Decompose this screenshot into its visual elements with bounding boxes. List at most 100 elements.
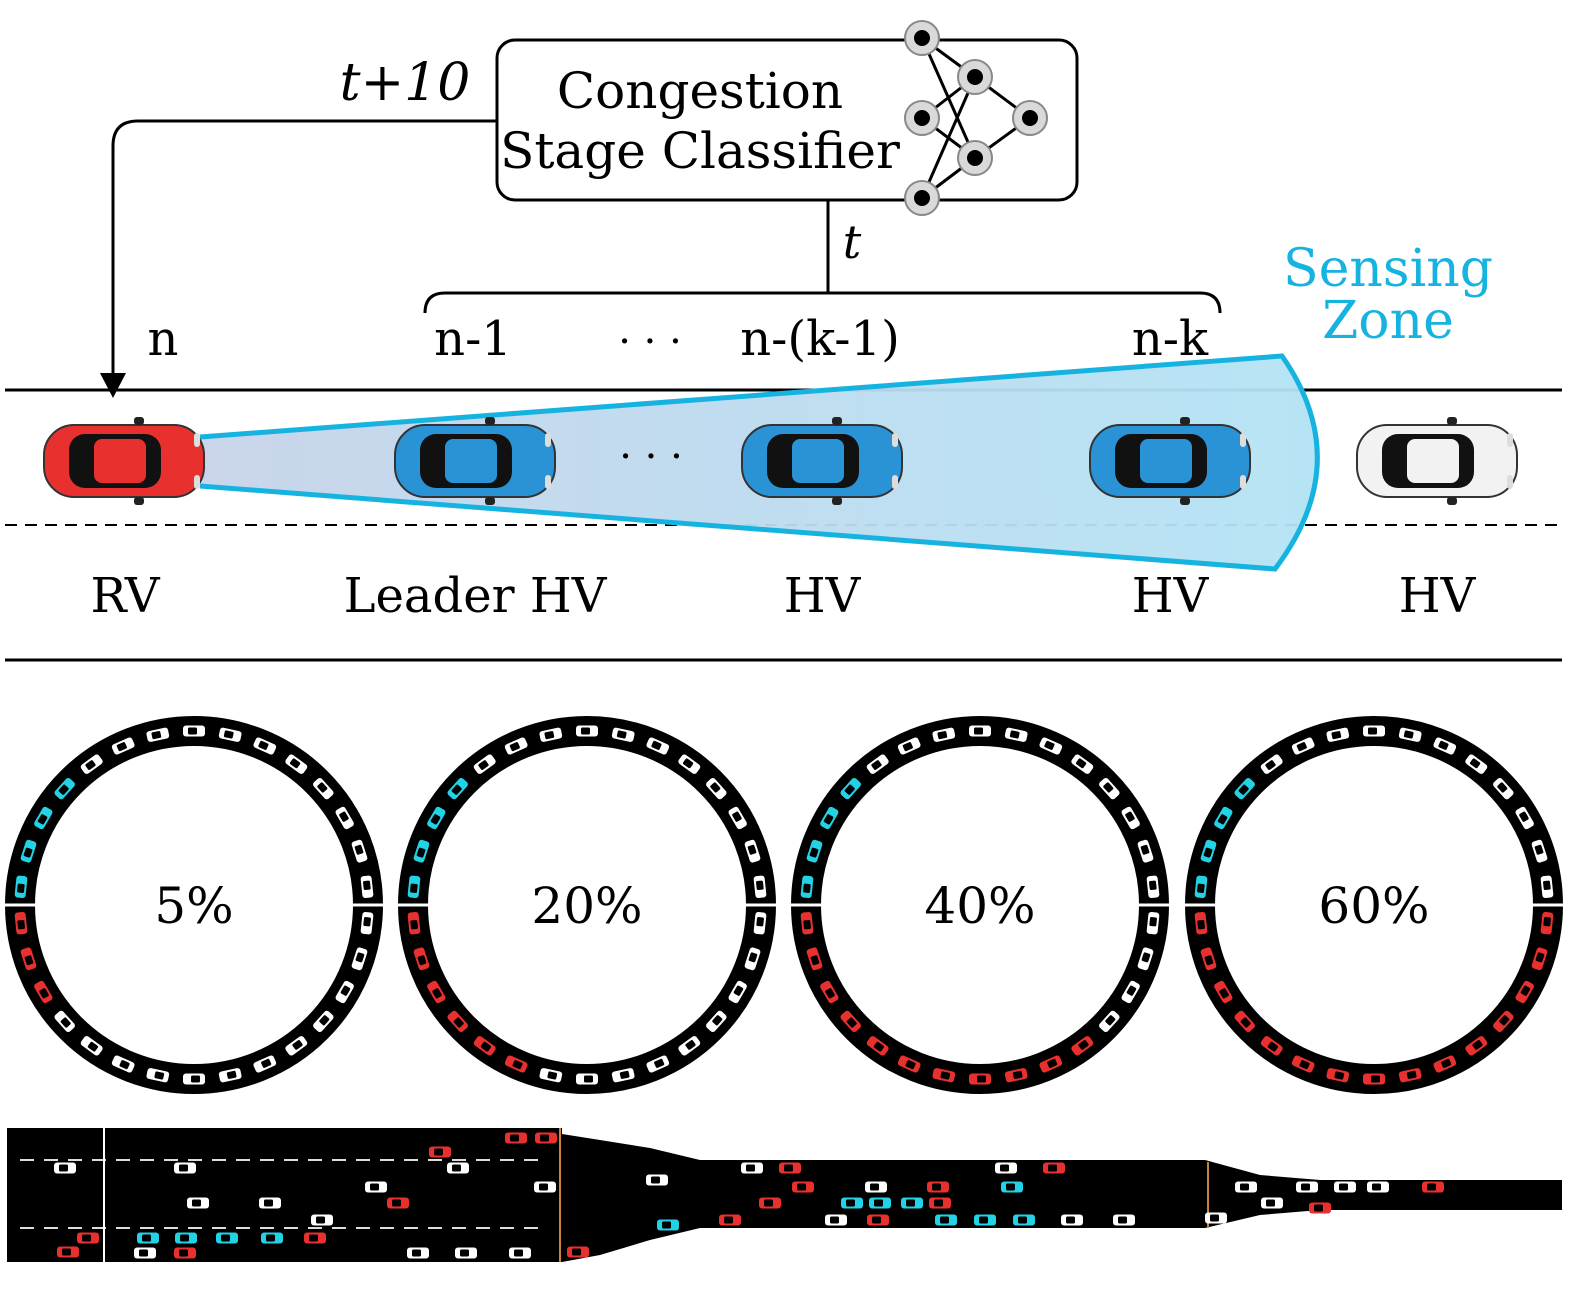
ring-2: 20% xyxy=(395,716,779,1094)
hv-car-3 xyxy=(1356,417,1518,505)
ring-car xyxy=(576,1073,598,1085)
ring-car xyxy=(111,737,135,755)
highway-car xyxy=(534,1181,556,1193)
ring-car xyxy=(313,777,334,800)
highway-car xyxy=(1001,1181,1023,1193)
ring-car xyxy=(427,980,446,1004)
highway-car xyxy=(841,1197,863,1209)
ring-car xyxy=(351,947,368,971)
ring-car xyxy=(539,727,563,742)
ring-car xyxy=(1515,980,1534,1004)
ring-car xyxy=(253,737,277,755)
ring-car xyxy=(744,947,761,971)
highway-car xyxy=(429,1146,451,1158)
ring-car xyxy=(1039,737,1063,755)
ring-car xyxy=(14,911,28,935)
ring-car xyxy=(183,1073,205,1085)
ring-car xyxy=(1363,1073,1385,1085)
highway-car xyxy=(1043,1162,1065,1174)
highway-car xyxy=(259,1197,281,1209)
ring-car xyxy=(473,1036,496,1056)
ring-car xyxy=(20,947,37,971)
ring-car xyxy=(969,725,991,737)
ring-car xyxy=(840,777,861,800)
sensing-cone-outline xyxy=(199,353,1320,572)
ring-car xyxy=(360,911,374,935)
ring-car xyxy=(54,1010,75,1033)
ring-4: 60% xyxy=(1182,716,1566,1094)
highway-car xyxy=(175,1232,197,1244)
ring-car xyxy=(1493,777,1514,800)
ring-car xyxy=(34,806,53,830)
highway-car xyxy=(1113,1214,1135,1226)
ring-car xyxy=(840,1010,861,1033)
ring-car xyxy=(806,839,823,863)
ring-car xyxy=(218,727,242,742)
ring-car xyxy=(646,737,670,755)
ring-car xyxy=(413,947,430,971)
highway-car xyxy=(304,1232,326,1244)
highway-car xyxy=(567,1246,589,1258)
ring-car xyxy=(728,806,747,830)
highway-car xyxy=(505,1132,527,1144)
penetration-rate-label: 40% xyxy=(924,877,1035,935)
ring-car xyxy=(447,777,468,800)
ring-car xyxy=(1137,839,1154,863)
ring-car xyxy=(335,980,354,1004)
ring-car xyxy=(146,1068,170,1083)
ring-car xyxy=(407,875,421,899)
highway-car xyxy=(535,1132,557,1144)
classifier-title-line2: Stage Classifier xyxy=(500,122,900,180)
ring-car xyxy=(1433,1055,1457,1073)
ring-car xyxy=(1540,875,1554,899)
ring-car xyxy=(806,947,823,971)
highway-car xyxy=(387,1197,409,1209)
index-n-k: n-k xyxy=(1132,311,1209,367)
ring-car xyxy=(576,725,598,737)
ring-car xyxy=(146,727,170,742)
highway-car xyxy=(57,1246,79,1258)
ring-car xyxy=(1363,725,1385,737)
ring-car xyxy=(313,1010,334,1033)
bottleneck-highway xyxy=(7,1128,1562,1262)
index-n-1: n-1 xyxy=(434,311,512,367)
ring-car xyxy=(253,1055,277,1073)
role-hv-2: HV xyxy=(1132,568,1210,624)
ring-car xyxy=(744,839,761,863)
sensing-zone-label-line1: Sensing xyxy=(1283,239,1493,299)
input-time-label: t xyxy=(843,215,862,269)
ring-car xyxy=(1260,1036,1283,1056)
highway-car xyxy=(187,1197,209,1209)
ring-car xyxy=(1194,875,1208,899)
role-leader-hv: Leader HV xyxy=(344,568,608,624)
feedback-arrow-line xyxy=(111,119,497,375)
highway-car xyxy=(1309,1202,1331,1214)
ring-car xyxy=(285,754,308,774)
penetration-rate-label: 5% xyxy=(154,877,233,935)
ring-car xyxy=(1121,806,1140,830)
ring-car xyxy=(820,806,839,830)
ring-car xyxy=(54,777,75,800)
highway-car xyxy=(137,1232,159,1244)
leader-hv-car xyxy=(394,417,556,505)
highway-car xyxy=(407,1247,429,1259)
ring-car xyxy=(866,754,889,774)
ring-car xyxy=(1137,947,1154,971)
ring-car xyxy=(504,737,528,755)
highway-car xyxy=(935,1214,957,1226)
ring-car xyxy=(932,727,956,742)
highway-car xyxy=(77,1232,99,1244)
neural-network-icon xyxy=(904,20,1048,216)
ring-1: 5% xyxy=(2,716,386,1094)
ring-car xyxy=(1493,1010,1514,1033)
highway-car xyxy=(995,1162,1017,1174)
ring-car xyxy=(866,1036,889,1056)
highway-car xyxy=(134,1247,156,1259)
ring-car xyxy=(14,875,28,899)
ring-car xyxy=(1099,1010,1120,1033)
feedback-time-label: t+10 xyxy=(340,53,471,113)
classifier-title-line1: Congestion xyxy=(557,62,843,120)
ring-car xyxy=(932,1068,956,1083)
ring-car xyxy=(1531,947,1548,971)
ring-car xyxy=(728,980,747,1004)
